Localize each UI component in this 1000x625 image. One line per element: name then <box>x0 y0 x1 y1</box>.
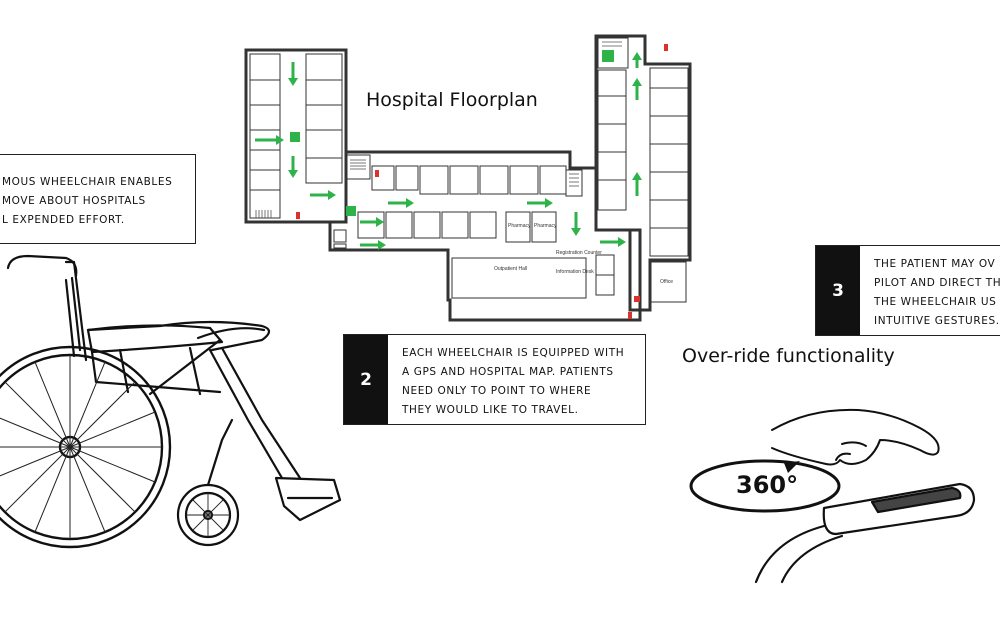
step1-line3: L EXPENDED EFFORT. <box>2 214 125 226</box>
wheelchair-illustration <box>0 254 342 549</box>
outpatient-label: Outpatient Hall <box>494 266 527 272</box>
step2-line3: NEED ONLY TO POINT TO WHERE <box>402 385 592 397</box>
pharmacy-label-2: Pharmacy <box>534 223 557 229</box>
step2-line1: EACH WHEELCHAIR IS EQUIPPED WITH <box>402 347 625 359</box>
step2-caption-box: 2 EACH WHEELCHAIR IS EQUIPPED WITH A GPS… <box>343 334 646 425</box>
step2-line2: A GPS AND HOSPITAL MAP. PATIENTS <box>402 366 614 378</box>
override-title: Over-ride functionality <box>682 345 895 367</box>
fire-extinguisher-icon <box>296 44 668 319</box>
rotation-arrow-icon <box>689 459 841 513</box>
step2-line4: THEY WOULD LIKE TO TRAVEL. <box>402 404 579 416</box>
exit-sign-icon <box>290 50 614 216</box>
hand-pointing-icon <box>771 408 940 466</box>
step2-number: 2 <box>344 335 388 424</box>
step3-line2: PILOT AND DIRECT TH <box>874 277 1000 289</box>
step3-number: 3 <box>816 246 860 335</box>
step3-line1: THE PATIENT MAY OV <box>874 258 996 270</box>
route-arrows <box>255 52 642 250</box>
registration-label: Registration Counter <box>556 250 602 256</box>
step1-line1: MOUS WHEELCHAIR ENABLES <box>2 176 173 188</box>
hospital-floorplan: Pharmacy Pharmacy Registration Counter I… <box>244 34 692 322</box>
office-label: Office <box>660 279 673 285</box>
step3-line4: INTUITIVE GESTURES. <box>874 315 1000 327</box>
step1-caption-box: MOUS WHEELCHAIR ENABLES MOVE ABOUT HOSPI… <box>0 154 196 244</box>
joystick-armrest-icon <box>754 482 976 584</box>
step3-caption-box: 3 THE PATIENT MAY OV PILOT AND DIRECT TH… <box>815 245 1000 336</box>
stairs-icon <box>255 41 622 218</box>
rotation-label: 360° <box>736 471 799 499</box>
pharmacy-label-1: Pharmacy <box>508 223 531 229</box>
step3-line3: THE WHEELCHAIR US <box>874 296 997 308</box>
floorplan-title: Hospital Floorplan <box>366 89 538 111</box>
step1-line2: MOVE ABOUT HOSPITALS <box>2 195 146 207</box>
information-label: Information Desk <box>556 269 594 275</box>
